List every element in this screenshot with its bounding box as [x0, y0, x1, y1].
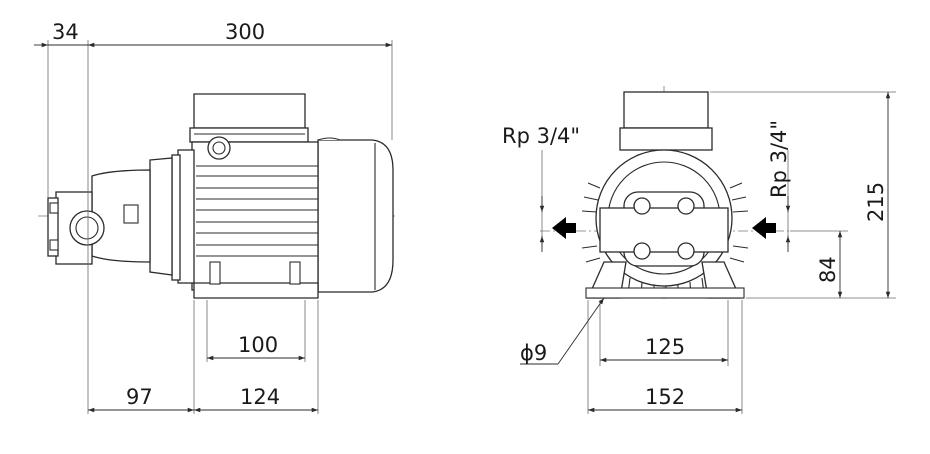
cooling-fins: [196, 165, 318, 257]
dim-overall-height: 215: [864, 182, 888, 222]
port-size-right-label: Rp 3/4": [767, 120, 791, 198]
dim-foot-spacing: 100: [238, 333, 278, 357]
dim-front-foot-spacing: 125: [645, 335, 685, 359]
dim-foot-width: 124: [240, 385, 280, 409]
dim-shaft-height: 84: [816, 256, 840, 283]
dim-front-foot-width: 152: [645, 385, 685, 409]
outlet-arrow-icon: [552, 217, 576, 239]
port-size-left-label: Rp 3/4": [502, 124, 580, 148]
front-view: Rp 3/4" Rp 3/4" 215 84 ϕ9 125 152: [502, 86, 896, 414]
dim-bolt-hole: ϕ9: [520, 341, 547, 365]
dim-pump-head-length: 34: [52, 20, 79, 44]
dim-overall-length: 300: [225, 20, 265, 44]
bolt-icon: [633, 197, 695, 260]
side-view: 34 300 100 97 124: [34, 20, 398, 414]
dim-port-to-foot: 97: [126, 385, 153, 409]
inlet-arrow-icon: [752, 217, 776, 239]
plug-icon: [207, 136, 231, 160]
port-icon: [69, 210, 105, 246]
